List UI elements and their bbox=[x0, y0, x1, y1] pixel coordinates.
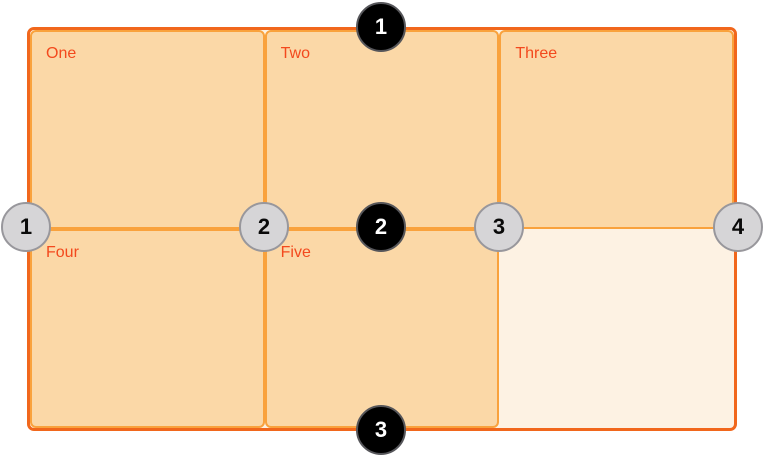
row-line-marker-1: 1 bbox=[356, 2, 406, 52]
column-line-marker-3: 3 bbox=[474, 202, 524, 252]
column-line-number: 3 bbox=[492, 214, 506, 239]
grid-cell-label: Three bbox=[515, 45, 558, 62]
grid-cell-three: Three bbox=[499, 30, 734, 229]
grid-cell-one: One bbox=[30, 30, 265, 229]
row-line-number: 1 bbox=[374, 14, 388, 39]
row-line-marker-3: 3 bbox=[356, 405, 406, 455]
row-line-number: 3 bbox=[374, 417, 388, 442]
grid-cell-four: Four bbox=[30, 229, 265, 428]
grid-cell-label: Two bbox=[280, 45, 310, 62]
column-line-marker-1: 1 bbox=[1, 202, 51, 252]
grid-cell-label: Four bbox=[46, 244, 79, 261]
grid-cell-label: Five bbox=[280, 244, 311, 261]
grid-container: One Two Three Four Five bbox=[27, 27, 737, 431]
row-line-marker-2: 2 bbox=[356, 202, 406, 252]
column-line-number: 2 bbox=[257, 214, 271, 239]
grid-cell-five: Five bbox=[264, 229, 500, 428]
column-line-marker-2: 2 bbox=[239, 202, 289, 252]
grid-cell-label: One bbox=[46, 45, 77, 62]
column-line-number: 1 bbox=[19, 214, 33, 239]
column-line-marker-4: 4 bbox=[713, 202, 763, 252]
column-line-number: 4 bbox=[731, 214, 745, 239]
grid-cell-two: Two bbox=[264, 30, 500, 229]
row-line-number: 2 bbox=[374, 214, 388, 239]
